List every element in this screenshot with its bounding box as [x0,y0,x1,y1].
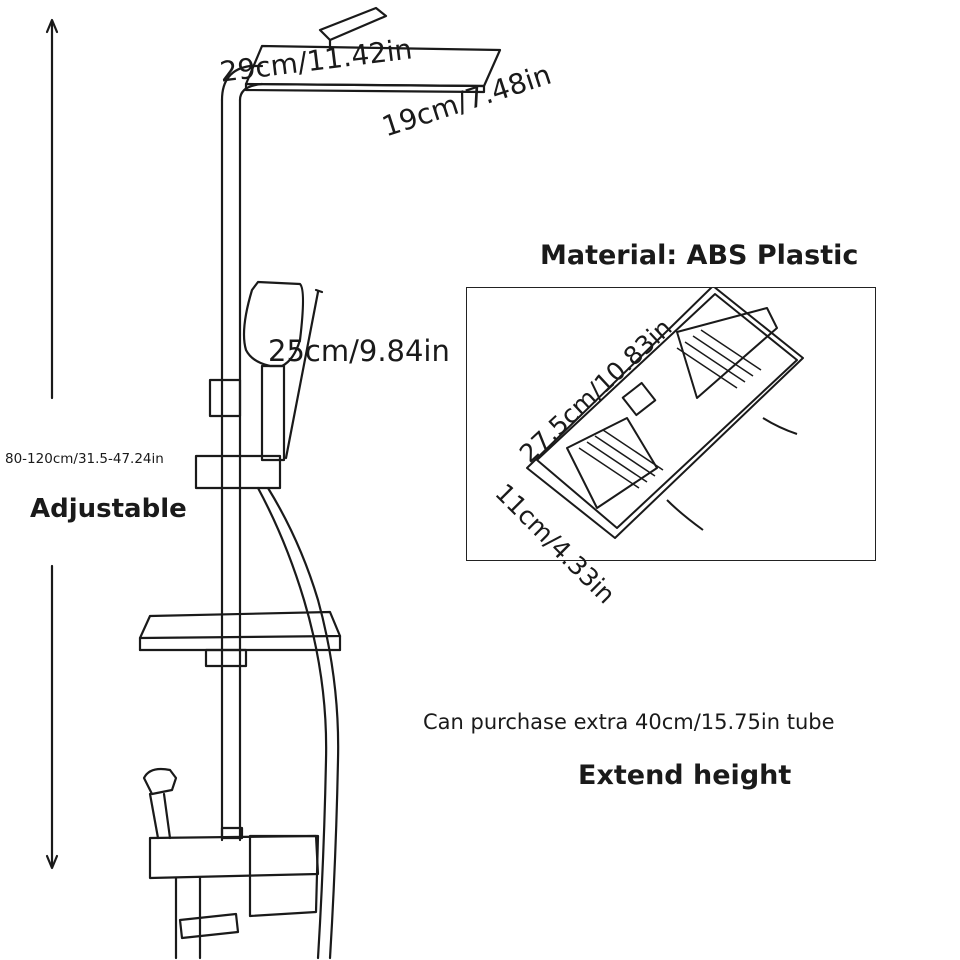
extend-height-label: Extend height [578,760,792,791]
rain-head [244,6,502,94]
extra-tube-text: Can purchase extra 40cm/15.75in tube [423,710,835,734]
handheld-length-label: 25cm/9.84in [268,334,450,368]
adjustable-label: Adjustable [30,494,187,524]
adjust-range-label: 80-120cm/31.5-47.24in [5,451,164,467]
handheld-shower [242,280,324,462]
mixer-valve [142,767,320,960]
material-title: Material: ABS Plastic [540,240,859,271]
shelf-detail-drawing [526,288,804,539]
shelf-detail-box [466,287,876,561]
height-arrow [45,18,59,870]
shelf-drawing [138,610,342,668]
